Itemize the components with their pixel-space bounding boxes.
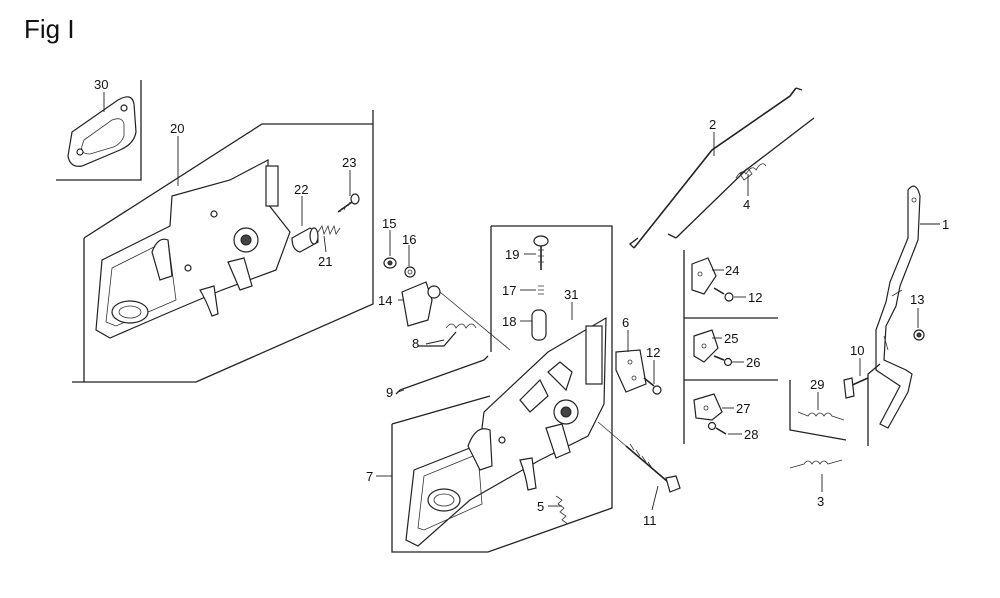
- callout-28: 28: [744, 427, 758, 442]
- callout-13: 13: [910, 292, 924, 307]
- callout-31: 31: [564, 287, 578, 302]
- callout-14: 14: [378, 293, 392, 308]
- callout-11: 11: [643, 513, 657, 528]
- callout-6: 6: [622, 315, 629, 330]
- callout-30: 30: [94, 77, 108, 92]
- rods-2-4-group: [629, 87, 815, 249]
- leader-lines: [103, 92, 940, 511]
- callout-22: 22: [294, 182, 308, 197]
- callout-26: 26: [746, 355, 760, 370]
- callout-5: 5: [537, 499, 544, 514]
- callout-9: 9: [386, 385, 393, 400]
- control-base-20-group: [72, 110, 374, 383]
- callout-12a: 12: [646, 345, 660, 360]
- callout-23: 23: [342, 155, 356, 170]
- callout-25: 25: [724, 331, 738, 346]
- control-base-7-group: [391, 225, 613, 553]
- callout-18: 18: [502, 314, 516, 329]
- figure-title: Fig I: [24, 14, 75, 44]
- callout-1: 1: [942, 217, 949, 232]
- small-parts-left-group: [383, 257, 511, 395]
- callout-17: 17: [502, 283, 516, 298]
- callout-16: 16: [402, 232, 416, 247]
- callout-12b: 12: [748, 290, 762, 305]
- callout-2: 2: [709, 117, 716, 132]
- springs-29-3-group: [789, 380, 847, 469]
- callout-24: 24: [725, 263, 739, 278]
- variant-box-group: [683, 250, 778, 444]
- callout-21: 21: [318, 254, 332, 269]
- callout-27: 27: [736, 401, 750, 416]
- callout-20: 20: [170, 121, 184, 136]
- callout-4: 4: [743, 197, 750, 212]
- callout-10: 10: [850, 343, 864, 358]
- callout-labels: 30 20 23 22 21 15 16 14 8 9 7 19 17 18 3…: [94, 77, 949, 528]
- callout-29: 29: [810, 377, 824, 392]
- callout-7: 7: [366, 469, 373, 484]
- callout-19: 19: [505, 247, 519, 262]
- callout-8: 8: [412, 336, 419, 351]
- parts-6-12-11-group: [597, 349, 681, 493]
- callout-15: 15: [382, 216, 396, 231]
- lever-1-group: [843, 185, 925, 446]
- gasket-30-group: [56, 80, 142, 181]
- callout-3: 3: [817, 494, 824, 509]
